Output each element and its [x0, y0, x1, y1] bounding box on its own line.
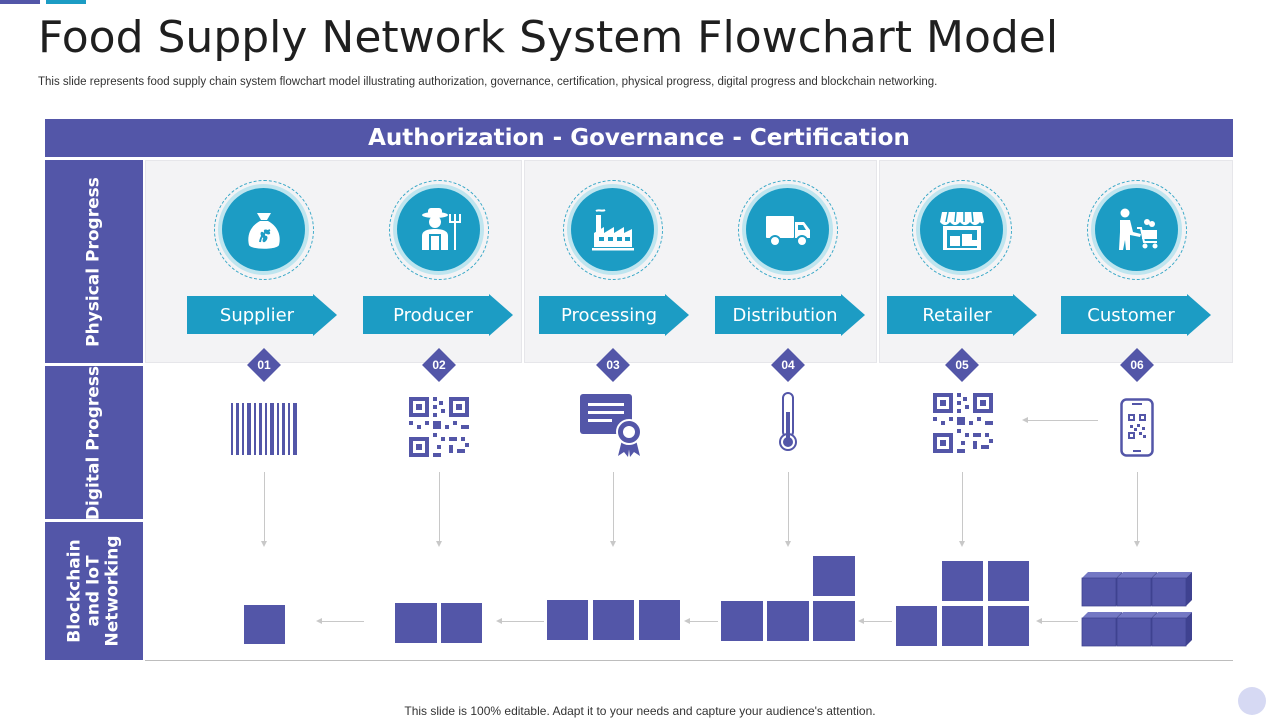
block-stage-2 — [441, 603, 482, 643]
shopper-cart-icon — [1118, 208, 1157, 250]
block-stage-5 — [988, 606, 1029, 646]
qr-code-icon — [933, 393, 993, 453]
arrow-shape — [187, 294, 337, 336]
block-stage-5 — [942, 561, 983, 601]
row-label-physical: Physical Progress — [45, 160, 143, 363]
stage-3-arrow: Processing — [539, 294, 689, 336]
stage-6-number-text: 06 — [1130, 358, 1144, 372]
certificate-icon — [580, 394, 642, 457]
arrow-shape — [363, 294, 513, 336]
block-stage-6-cubes — [1081, 571, 1193, 647]
farmer-icon — [421, 207, 461, 250]
stage-1-arrow: Supplier — [187, 294, 337, 336]
store-icon — [939, 211, 984, 250]
block-stage-4 — [813, 556, 855, 596]
row-label-blockchain-text: Blockchain and IoT Networking — [64, 535, 123, 647]
stage-5-icon-ring — [912, 180, 1012, 280]
banner-authorization: Authorization - Governance - Certificati… — [45, 119, 1233, 157]
arrow-shape — [1061, 294, 1211, 336]
row-label-blockchain-line3: Networking — [102, 535, 123, 647]
stage-5-icon-circle — [920, 188, 1003, 271]
stage-3-number-text: 03 — [606, 358, 620, 372]
block-stage-5 — [942, 606, 983, 646]
block-stage-3 — [639, 600, 680, 640]
stage-4-arrow: Distribution — [715, 294, 865, 336]
row-label-digital-text: Digital Progress — [83, 365, 104, 520]
stage-2-label: Producer — [393, 304, 473, 326]
block-stage-3 — [593, 600, 634, 640]
block-stage-1 — [244, 605, 285, 644]
stage-2-icon-ring — [389, 180, 489, 280]
arrow-block-2-to-1 — [316, 618, 364, 624]
factory-icon — [591, 208, 634, 250]
connector-stage-4 — [785, 472, 791, 547]
stage-4-label: Distribution — [732, 304, 838, 326]
grain-sack-icon — [247, 212, 280, 249]
stage-1-number: 01 — [246, 347, 282, 383]
stage-2-number-text: 02 — [432, 358, 446, 372]
row-label-blockchain-line2: and IoT — [83, 555, 104, 627]
delivery-truck-icon — [765, 215, 810, 247]
block-stage-2 — [395, 603, 437, 643]
stage-6-label: Customer — [1087, 304, 1175, 326]
arrow-shape — [539, 294, 689, 336]
row-label-blockchain: Blockchain and IoT Networking — [45, 522, 143, 660]
thermometer-icon — [779, 392, 797, 451]
connector-stage-3 — [610, 472, 616, 547]
arrow-block-6-to-5 — [1036, 618, 1078, 624]
top-tab-teal — [46, 0, 86, 4]
stage-1-number-text: 01 — [257, 358, 271, 372]
stage-3-icon-circle — [571, 188, 654, 271]
stage-2-arrow: Producer — [363, 294, 513, 336]
block-stage-4 — [767, 601, 809, 641]
stage-4-number: 04 — [770, 347, 806, 383]
stage-5-number-text: 05 — [955, 358, 969, 372]
connector-stage-2 — [436, 472, 442, 547]
row-label-blockchain-line1: Blockchain — [64, 539, 85, 643]
arrow-shape — [715, 294, 865, 336]
stage-4-number-text: 04 — [781, 358, 795, 372]
block-stage-4 — [813, 601, 855, 641]
stage-6-arrow: Customer — [1061, 294, 1211, 336]
stage-4-icon-ring — [738, 180, 838, 280]
page-indicator-dot — [1238, 687, 1266, 715]
row-label-digital: Digital Progress — [45, 365, 143, 520]
block-stage-5 — [988, 561, 1029, 601]
arrow-block-3-to-2 — [496, 618, 544, 624]
arrow-block-5-to-4 — [858, 618, 892, 624]
stage-6-icon-circle — [1095, 188, 1178, 271]
stage-1-icon-ring — [214, 180, 314, 280]
connector-stage-1 — [261, 472, 267, 547]
row-label-physical-text: Physical Progress — [83, 176, 104, 347]
stage-5-arrow: Retailer — [887, 294, 1037, 336]
stage-4-icon-circle — [746, 188, 829, 271]
stage-5-label: Retailer — [922, 304, 992, 326]
stage-2-icon-circle — [397, 188, 480, 271]
stage-6-icon-ring — [1087, 180, 1187, 280]
footer-note: This slide is 100% editable. Adapt it to… — [404, 704, 876, 718]
stage-2-number: 02 — [421, 347, 457, 383]
stage-5-number: 05 — [944, 347, 980, 383]
stage-6-number: 06 — [1119, 347, 1155, 383]
stage-1-icon-circle — [222, 188, 305, 271]
stage-3-icon-ring — [563, 180, 663, 280]
connector-stage-6 — [1134, 472, 1140, 547]
connector-stage-5 — [959, 472, 965, 547]
stage-3-number: 03 — [595, 347, 631, 383]
block-stage-5 — [896, 606, 937, 646]
arrow-block-4-to-3 — [684, 618, 718, 624]
qr-code-icon — [409, 397, 469, 457]
arrow-shape — [887, 294, 1037, 336]
block-stage-3 — [547, 600, 588, 640]
arrow-customer-to-retailer-digital — [1022, 417, 1098, 423]
smartphone-qr-icon — [1120, 398, 1154, 457]
barcode-icon — [231, 403, 297, 455]
page-subtitle: This slide represents food supply chain … — [38, 76, 938, 88]
bottom-divider — [145, 660, 1233, 661]
block-stage-4 — [721, 601, 763, 641]
stage-1-label: Supplier — [219, 304, 295, 326]
stage-3-label: Processing — [560, 304, 658, 326]
page-title: Food Supply Network System Flowchart Mod… — [38, 12, 1059, 63]
top-tab-purple — [0, 0, 40, 4]
